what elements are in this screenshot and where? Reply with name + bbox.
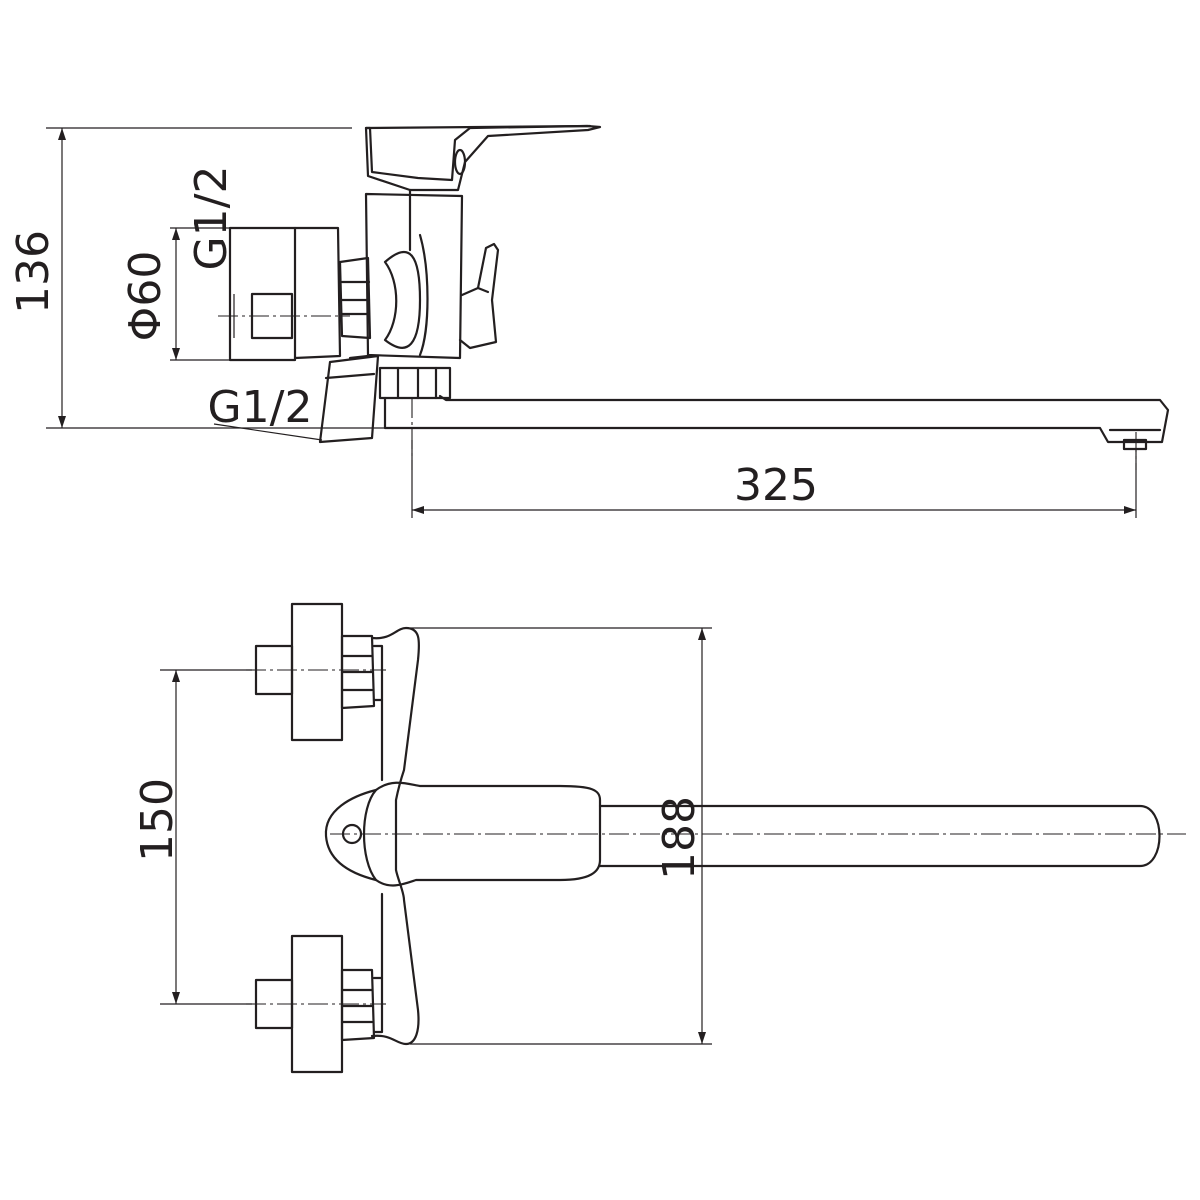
flange-diameter-label: Φ60 (120, 251, 171, 342)
top-view: 150 188 (132, 602, 1186, 1074)
height-dimension: 136 (8, 127, 386, 429)
pipe-thread-top-dimension: G1/2 (186, 166, 237, 338)
body-height-dimension: 188 (410, 627, 712, 1045)
inlet-spacing-dimension: 150 (132, 669, 252, 1005)
upper-inlet (254, 602, 384, 742)
body-height-label: 188 (654, 796, 705, 880)
diverter-lever (458, 242, 500, 350)
pipe-thread-bottom-label: G1/2 (208, 382, 313, 433)
lower-inlet-pipe (318, 354, 380, 444)
spout-reach-label: 325 (734, 460, 818, 511)
wall-flange (228, 226, 342, 362)
spout-arm (383, 394, 1170, 451)
spout-reach-dimension: 325 (411, 440, 1137, 518)
flange-diameter-dimension: Φ60 (120, 227, 230, 361)
pipe-thread-top-label: G1/2 (186, 166, 237, 271)
height-label: 136 (8, 230, 59, 314)
pipe-thread-bottom-dimension: G1/2 (208, 382, 323, 441)
connection-nut (338, 256, 372, 340)
lever-handle (364, 124, 602, 192)
spout-nut (378, 366, 452, 400)
side-view: 136 Φ60 G1/2 G1/2 325 (8, 124, 1170, 518)
mixer-body (364, 188, 464, 360)
spout-top (598, 804, 1161, 868)
mixer-body-top (370, 626, 421, 1046)
inlet-spacing-label: 150 (132, 778, 183, 862)
